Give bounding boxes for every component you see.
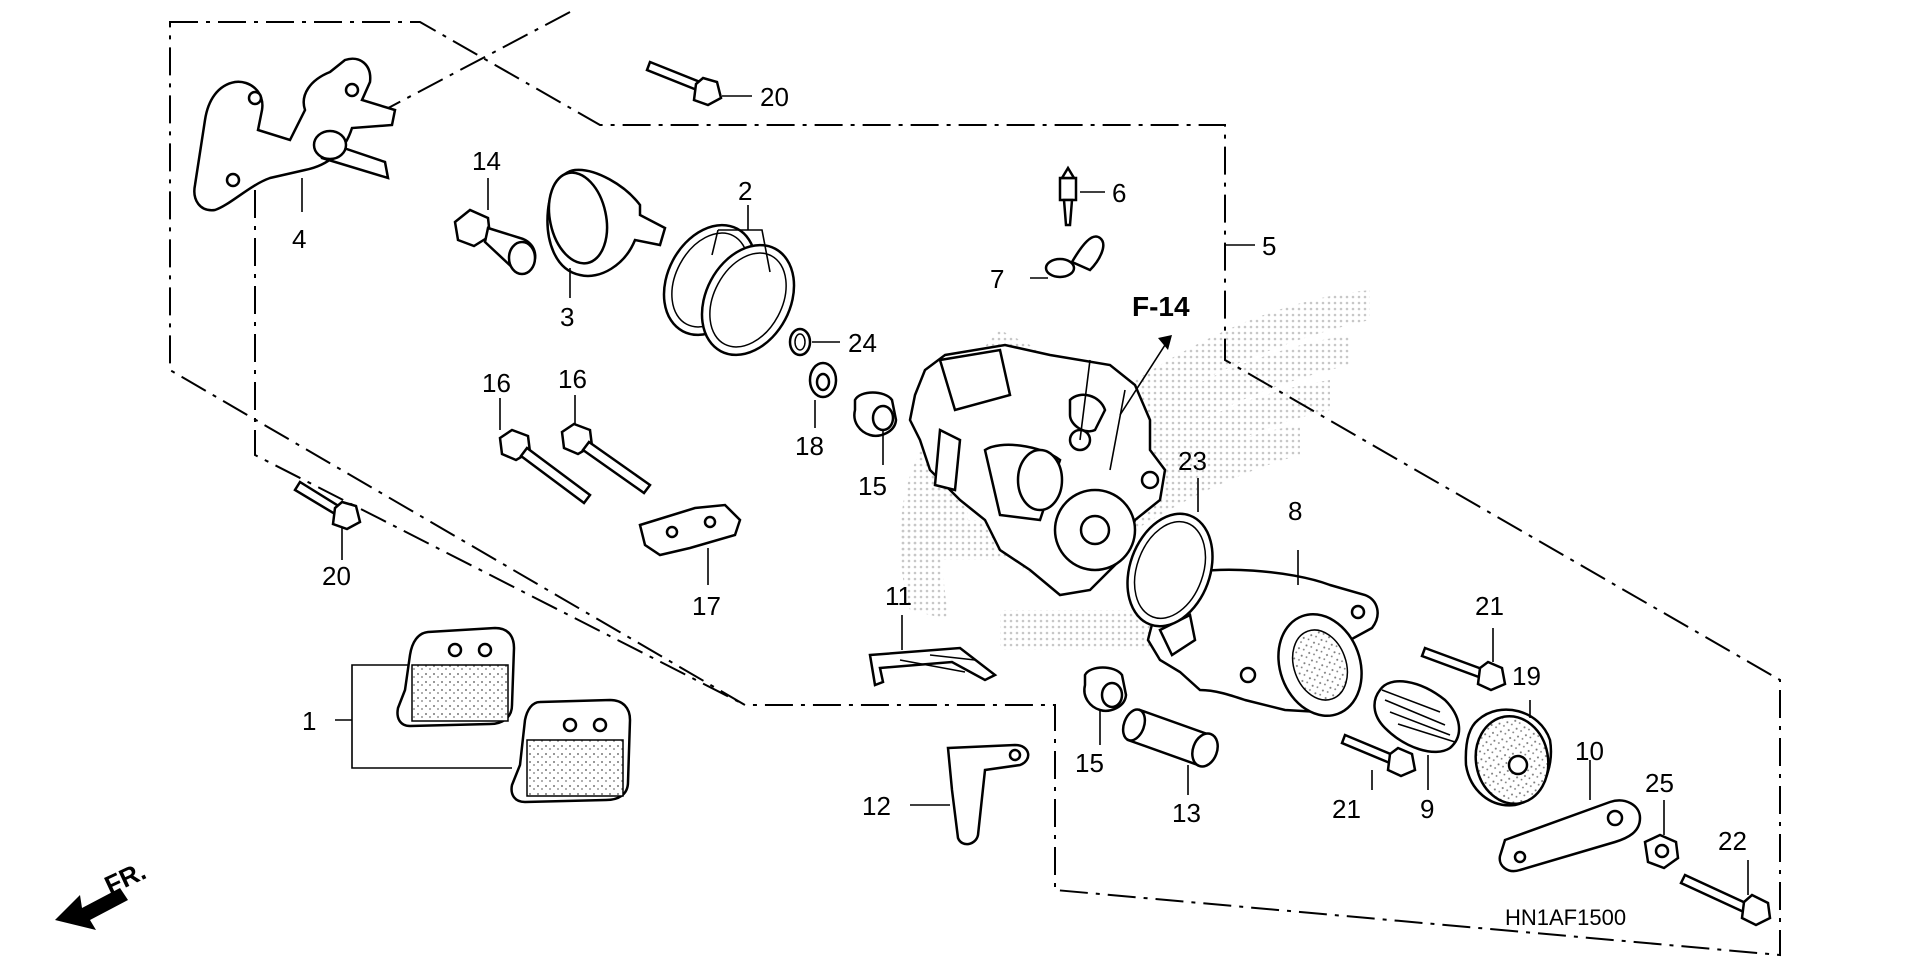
part-guide-pin-16a bbox=[498, 428, 592, 505]
part-caliper-body bbox=[908, 343, 1167, 597]
part-adjuster-wheel bbox=[1464, 708, 1553, 807]
callout-25: 25 bbox=[1645, 768, 1674, 798]
part-pad-retainer bbox=[638, 503, 742, 557]
part-bolt-14 bbox=[453, 208, 537, 276]
part-brake-pads bbox=[396, 626, 632, 804]
part-bolt-21a bbox=[1420, 646, 1507, 692]
part-pin bbox=[1121, 708, 1219, 768]
callout-6: 6 bbox=[1112, 178, 1126, 208]
callout-15a: 15 bbox=[858, 471, 887, 501]
part-washer-24 bbox=[788, 327, 812, 357]
part-piston bbox=[546, 168, 667, 278]
leader-1 bbox=[335, 664, 512, 769]
front-direction-arrow: FR. bbox=[55, 856, 151, 930]
part-piston-seals bbox=[662, 223, 796, 357]
callout-12: 12 bbox=[862, 791, 891, 821]
leader-2 bbox=[711, 205, 771, 273]
callout-24: 24 bbox=[848, 328, 877, 358]
callout-20b: 20 bbox=[322, 561, 351, 591]
part-nut bbox=[1643, 833, 1680, 870]
part-bolt-21b bbox=[1340, 733, 1417, 778]
callout-5: 5 bbox=[1262, 231, 1276, 261]
part-bleeder-cap bbox=[1044, 235, 1105, 279]
part-clip bbox=[868, 646, 998, 687]
part-bleeder-screw bbox=[1058, 165, 1078, 227]
part-lever-arm bbox=[1498, 799, 1642, 873]
callout-16b: 16 bbox=[558, 364, 587, 394]
callout-21a: 21 bbox=[1475, 591, 1504, 621]
front-arrow-icon bbox=[55, 888, 128, 930]
part-washer-18 bbox=[808, 361, 838, 399]
part-guide-pin-16b bbox=[560, 422, 652, 495]
callout-10: 10 bbox=[1575, 736, 1604, 766]
callout-17: 17 bbox=[692, 591, 721, 621]
callout-19: 19 bbox=[1512, 661, 1541, 691]
callout-20a: 20 bbox=[760, 82, 789, 112]
callout-21b: 21 bbox=[1332, 794, 1361, 824]
part-bolt-22 bbox=[1679, 873, 1772, 927]
callout-11: 11 bbox=[885, 581, 912, 611]
part-bracket-12 bbox=[946, 743, 1030, 846]
part-boot-15a bbox=[853, 391, 898, 437]
callout-13: 13 bbox=[1172, 798, 1201, 828]
callout-4: 4 bbox=[292, 224, 306, 254]
callout-16a: 16 bbox=[482, 368, 511, 398]
part-o-ring bbox=[1126, 512, 1214, 628]
part-boot-15b bbox=[1083, 666, 1128, 712]
part-bolt-20a bbox=[645, 60, 723, 107]
callout-1: 1 bbox=[302, 706, 316, 736]
callout-22: 22 bbox=[1718, 826, 1747, 856]
callout-8: 8 bbox=[1288, 496, 1302, 526]
f14-arrowhead bbox=[1158, 335, 1172, 350]
callout-9: 9 bbox=[1420, 794, 1434, 824]
part-spring bbox=[1373, 680, 1461, 754]
reference-label: F-14 bbox=[1132, 291, 1190, 322]
callout-2: 2 bbox=[738, 176, 752, 206]
part-bracket-plate bbox=[193, 57, 397, 212]
diagram-code: HN1AF1500 bbox=[1505, 905, 1626, 930]
part-caliper-bracket bbox=[1146, 568, 1379, 717]
callout-15b: 15 bbox=[1075, 748, 1104, 778]
callout-labels: 1 2 3 4 5 6 7 8 9 10 11 12 13 14 15 15 1… bbox=[292, 82, 1747, 856]
callout-18: 18 bbox=[795, 431, 824, 461]
callout-7: 7 bbox=[990, 264, 1004, 294]
f14-leader bbox=[1119, 344, 1166, 416]
callout-3: 3 bbox=[560, 302, 574, 332]
assembly-boundary bbox=[169, 11, 1781, 957]
callout-14: 14 bbox=[472, 146, 501, 176]
part-bolt-20b bbox=[293, 480, 362, 531]
callout-23: 23 bbox=[1178, 446, 1207, 476]
direction-label: FR. bbox=[100, 856, 151, 901]
